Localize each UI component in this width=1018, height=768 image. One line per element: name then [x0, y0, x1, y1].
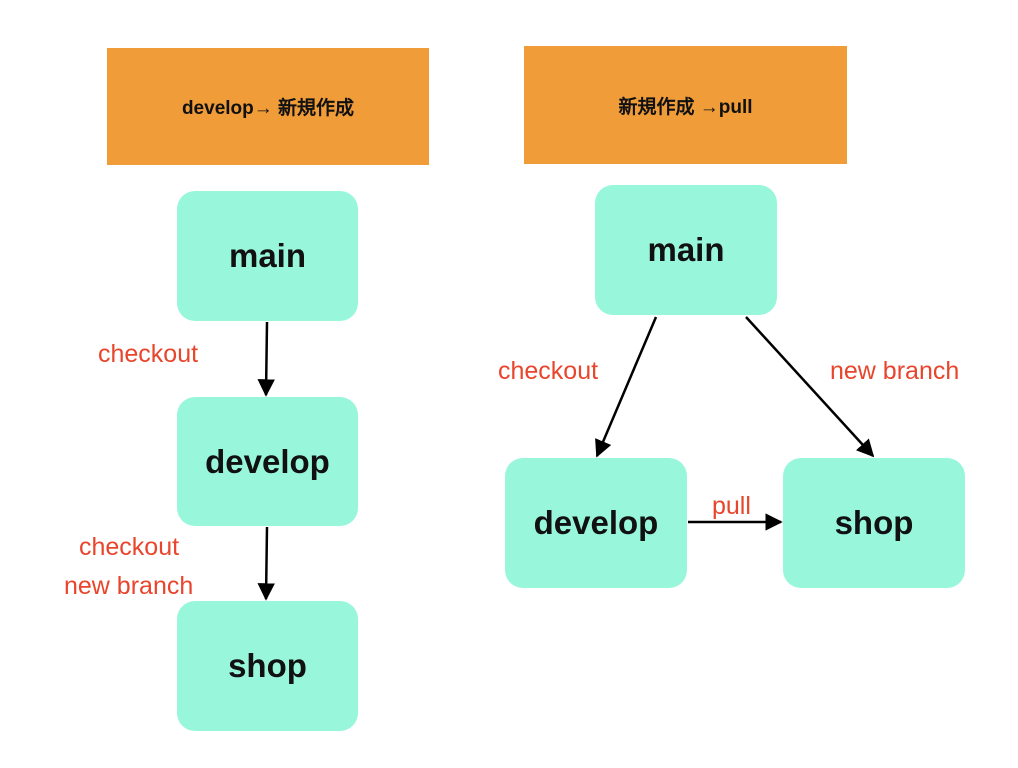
- left-arrow-develop-to-shop: [257, 526, 275, 601]
- right-arrow-main-to-shop: [745, 316, 875, 458]
- right-title: 新規作成 →pull: [618, 96, 753, 118]
- right-node-shop-label: shop: [834, 504, 914, 541]
- right-arrow-main-to-develop: [595, 316, 658, 458]
- left-node-main-label: main: [228, 237, 307, 274]
- left-edge-label-new-branch: new branch: [64, 572, 194, 600]
- left-node-shop-label: shop: [228, 647, 307, 684]
- right-title-box: 新規作成 →pull: [524, 46, 847, 164]
- right-edge-label-pull: pull: [712, 492, 751, 520]
- left-node-main: main: [177, 191, 358, 321]
- left-node-develop: develop: [177, 397, 358, 526]
- left-node-shop: shop: [177, 601, 358, 731]
- right-node-main: main: [595, 185, 777, 315]
- right-edge-label-new-branch: new branch: [830, 357, 960, 385]
- right-node-develop-label: develop: [533, 504, 659, 541]
- left-edge-label-checkout: checkout: [98, 340, 199, 368]
- left-node-develop-label: develop: [205, 442, 330, 480]
- right-node-main-label: main: [647, 231, 725, 268]
- left-edge-label-checkout-2: checkout: [79, 533, 180, 561]
- left-title-box: develop→ 新規作成: [107, 48, 429, 165]
- left-arrow-main-to-develop: [257, 321, 275, 397]
- right-edge-label-checkout: checkout: [498, 357, 599, 385]
- right-node-develop: develop: [505, 458, 687, 588]
- right-node-shop: shop: [783, 458, 965, 588]
- left-title: develop→ 新規作成: [181, 98, 355, 119]
